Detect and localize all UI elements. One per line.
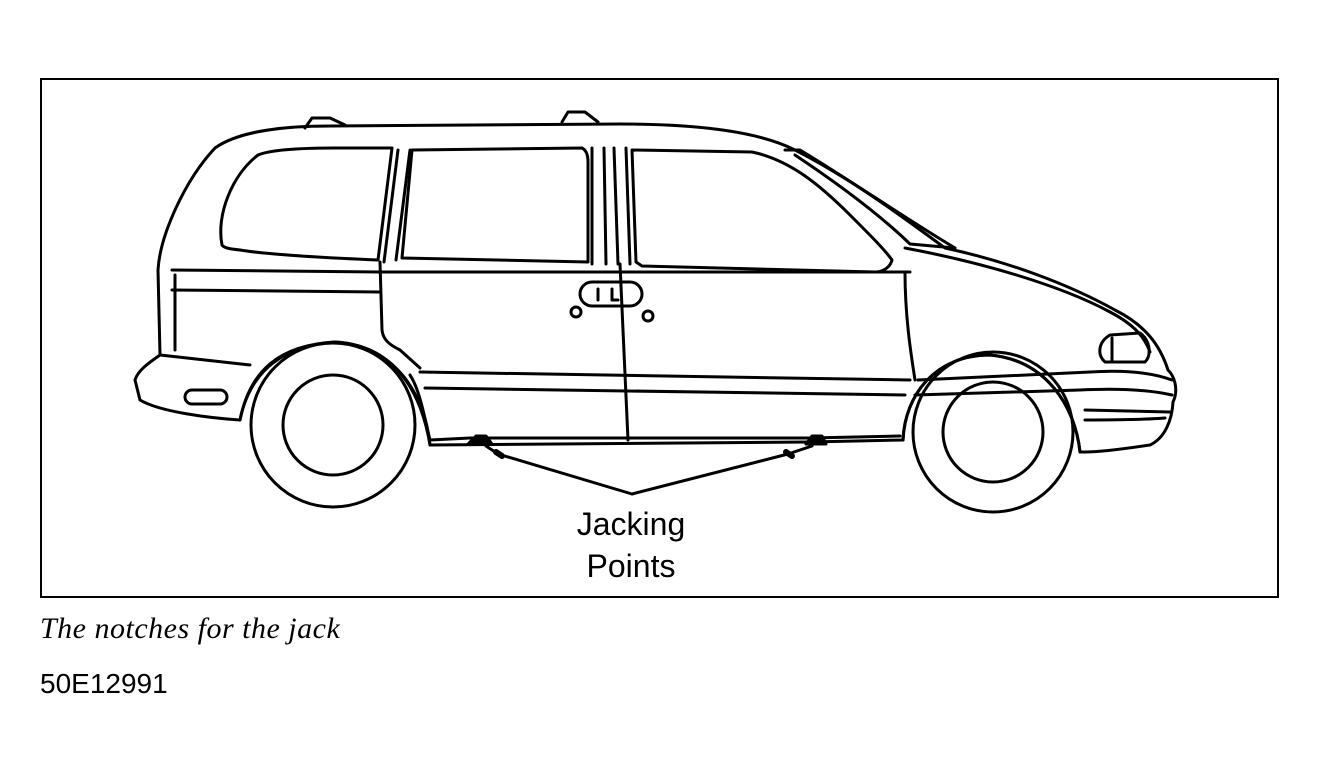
- rocker-panel: [428, 434, 902, 442]
- headlamp: [1098, 331, 1151, 364]
- hood-line: [903, 246, 1152, 354]
- jacking-point-notch: [466, 434, 828, 446]
- figure-frame: [40, 78, 1279, 598]
- callout-label-line2: Points: [586, 548, 676, 584]
- rear-marker-light: [183, 388, 229, 406]
- callout-label-line1: Jacking: [576, 506, 686, 542]
- door-handle: [569, 280, 655, 323]
- front-wheel: [901, 350, 1082, 514]
- pillars: [382, 146, 632, 266]
- callout-leader-lines: [484, 444, 814, 496]
- roof-rack: [303, 110, 600, 130]
- figure-caption: The notches for the jack: [40, 612, 341, 645]
- figure-id: 50E12991: [40, 668, 168, 699]
- rear-wheel: [238, 340, 432, 509]
- van-body-outline: [133, 122, 1178, 454]
- windows: [219, 146, 894, 274]
- body-lines: [158, 260, 1174, 442]
- windshield: [783, 148, 957, 250]
